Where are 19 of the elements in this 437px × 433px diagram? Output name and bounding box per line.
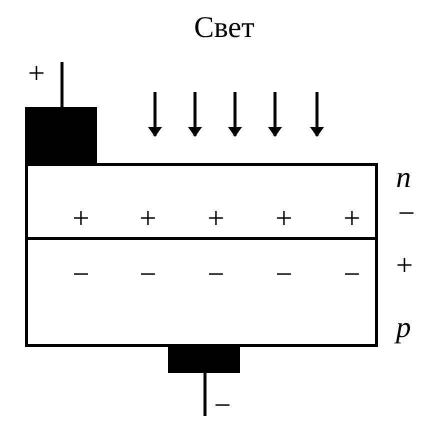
layer-label: p	[396, 312, 411, 344]
plus-charge-sign: +	[342, 204, 362, 234]
light-label: Свет	[194, 12, 254, 44]
plus-charge-sign: +	[274, 204, 294, 234]
charge-sign: −	[398, 198, 415, 230]
minus-charge-sign: −	[342, 260, 362, 290]
plus-charge-sign: +	[138, 204, 158, 234]
terminal-polarity-sign: +	[28, 58, 45, 90]
charge-sign: +	[396, 250, 413, 282]
plus-charge-sign: +	[72, 204, 90, 234]
plus-charge-sign: +	[206, 204, 226, 234]
minus-charge-sign: −	[206, 260, 226, 290]
minus-charge-sign: −	[72, 260, 90, 290]
minus-charge-sign: −	[138, 260, 158, 290]
terminal-polarity-sign: −	[214, 390, 231, 422]
n-layer	[25, 163, 378, 240]
minus-charge-sign: −	[274, 260, 294, 290]
p-layer	[25, 237, 378, 347]
layer-label: n	[396, 162, 411, 194]
